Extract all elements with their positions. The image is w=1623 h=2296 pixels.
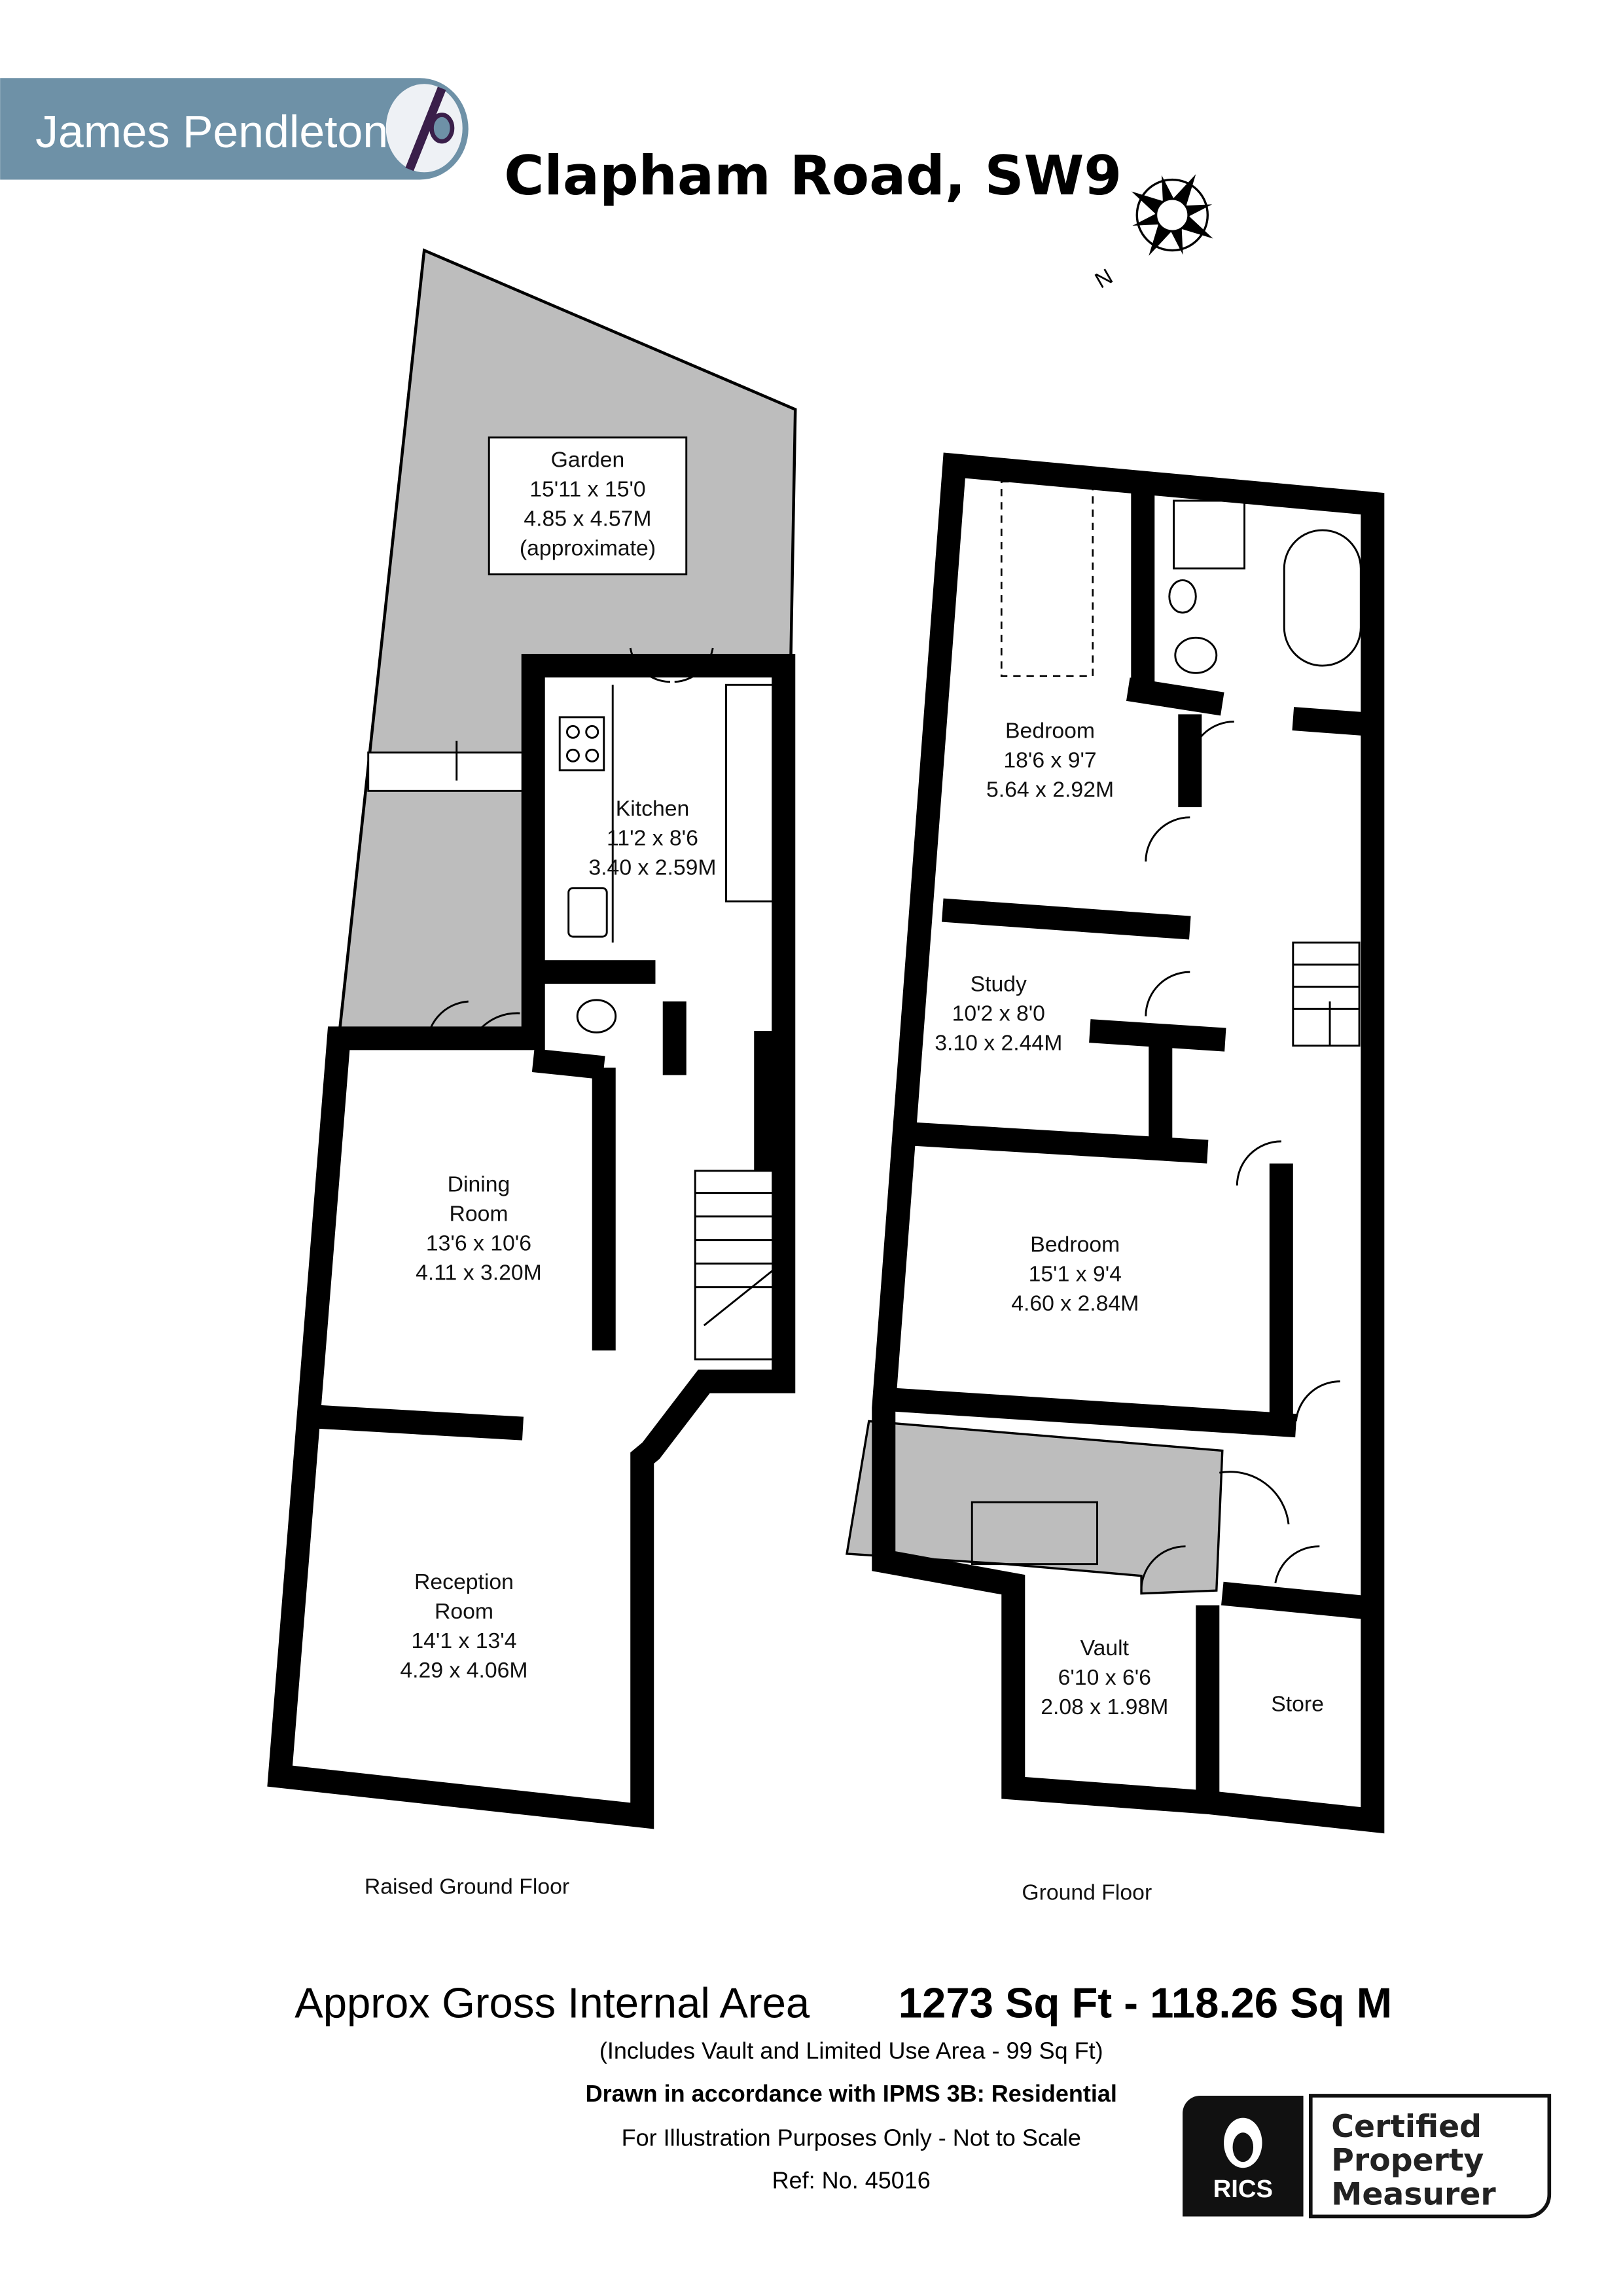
room-dimensions-metric: 2.08 x 1.98M — [1041, 1695, 1168, 1719]
basin-icon — [1168, 579, 1197, 614]
compass-rose-icon — [1131, 174, 1213, 256]
footer: Approx Gross Internal Area 1273 Sq Ft - … — [294, 1979, 1392, 2194]
room-name: Bedroom — [1005, 718, 1095, 743]
skylight — [1000, 480, 1094, 677]
room-labels-ground: Bedroom 18'6 x 9'7 5.64 x 2.92M Study 10… — [935, 718, 1324, 1719]
toilet-icon — [576, 999, 617, 1033]
room-dimensions-metric: 5.64 x 2.92M — [986, 777, 1114, 802]
area-includes: (Includes Vault and Limited Use Area - 9… — [599, 2037, 1103, 2064]
room-name: Bedroom — [1030, 1232, 1120, 1257]
room-dimensions-imperial: 15'1 x 9'4 — [1029, 1262, 1122, 1287]
logo-banner — [0, 78, 469, 180]
ground-stairs — [1292, 941, 1361, 1047]
room-dimensions-imperial: 10'2 x 8'0 — [952, 1001, 1045, 1026]
room-name: Room — [435, 1599, 493, 1624]
room-dimensions-metric: 4.29 x 4.06M — [400, 1658, 527, 1683]
room-dimensions-metric: 4.11 x 3.20M — [416, 1260, 542, 1285]
reference-number: Ref: No. 45016 — [772, 2167, 931, 2194]
toilet-icon — [1174, 636, 1218, 674]
ipms-standard: Drawn in accordance with IPMS 3B: Reside… — [586, 2080, 1117, 2107]
room-dimensions-imperial: 11'2 x 8'6 — [607, 826, 698, 851]
door-swings — [1140, 721, 1340, 1594]
rics-line: Certified — [1331, 2109, 1482, 2145]
room-labels-raised: Garden 15'11 x 15'0 4.85 x 4.57M (approx… — [400, 447, 716, 1683]
room-name: Vault — [1080, 1636, 1130, 1660]
shower-icon — [1173, 499, 1246, 570]
room-dimensions-imperial: 13'6 x 10'6 — [426, 1230, 531, 1255]
garden-area — [337, 248, 797, 1040]
bathroom-fittings — [1168, 499, 1362, 674]
rics-badge: RICS Certified Property Measurer — [1183, 2094, 1552, 2219]
area-value: 1273 Sq Ft - 118.26 Sq M — [899, 1979, 1392, 2027]
garden-label-box — [488, 436, 688, 576]
north-label: N — [1091, 264, 1117, 293]
ground-floor-plan: Bedroom 18'6 x 9'7 5.64 x 2.92M Study 10… — [846, 452, 1385, 1905]
room-note: (approximate) — [520, 535, 656, 560]
floor-label: Raised Ground Floor — [365, 1874, 569, 1899]
room-name: Room — [449, 1201, 508, 1226]
room-dimensions-metric: 4.60 x 2.84M — [1011, 1291, 1139, 1316]
raised-ground-walls — [267, 654, 796, 1829]
brand-logo: James Pendleton — [0, 78, 469, 180]
external-stairs — [971, 1501, 1098, 1566]
room-name: Kitchen — [616, 797, 690, 821]
room-name: Garden — [551, 447, 625, 472]
ground-floor-walls — [872, 452, 1385, 1834]
rics-lion-icon — [1224, 2117, 1262, 2168]
room-dimensions-metric: 3.10 x 2.44M — [935, 1030, 1062, 1055]
room-name: Store — [1271, 1692, 1324, 1717]
room-dimensions-imperial: 18'6 x 9'7 — [1003, 747, 1096, 772]
room-dimensions-imperial: 14'1 x 13'4 — [411, 1628, 516, 1653]
room-name: Reception — [414, 1570, 514, 1594]
stairs — [694, 1170, 779, 1361]
room-dimensions-imperial: 6'10 x 6'6 — [1058, 1665, 1151, 1690]
rics-logo-text: RICS — [1213, 2175, 1273, 2203]
room-name: Study — [971, 971, 1027, 996]
brand-mark-icon — [385, 84, 463, 173]
brand-name: James Pendleton — [35, 106, 388, 157]
page-title: Clapham Road, SW9 — [504, 144, 1122, 207]
room-dimensions-imperial: 15'11 x 15'0 — [529, 476, 645, 501]
room-name: Dining — [448, 1172, 510, 1196]
kitchen-fittings — [426, 647, 776, 1049]
room-dimensions-metric: 4.85 x 4.57M — [524, 506, 651, 531]
area-label: Approx Gross Internal Area — [294, 1979, 810, 2027]
floor-label: Ground Floor — [1022, 1880, 1152, 1905]
rics-line: Property — [1331, 2143, 1484, 2179]
bath-icon — [1283, 529, 1362, 667]
raised-ground-floor-plan: Garden 15'11 x 15'0 4.85 x 4.57M (approx… — [267, 248, 797, 1899]
room-dimensions-metric: 3.40 x 2.59M — [588, 855, 716, 880]
garden-path — [367, 751, 535, 792]
disclaimer: For Illustration Purposes Only - Not to … — [622, 2124, 1081, 2151]
rics-line: Measurer — [1331, 2176, 1496, 2212]
